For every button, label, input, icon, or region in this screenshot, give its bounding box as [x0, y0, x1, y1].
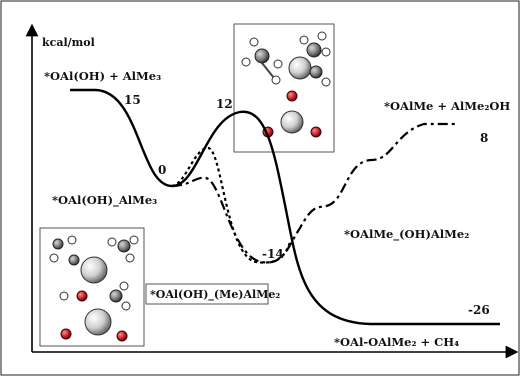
ts-structure-image [233, 23, 335, 153]
energy-alme2oh: 8 [480, 131, 488, 145]
energy-intermediate: -14 [262, 247, 284, 261]
intermediate-label-box [145, 283, 269, 305]
y-axis-unit: kcal/mol [42, 36, 95, 49]
o-atom-icon [310, 126, 322, 138]
intermediate-path-dotted [171, 146, 292, 264]
h-atom-icon [67, 235, 77, 245]
h-atom-icon [321, 77, 331, 87]
h-atom-icon [249, 37, 259, 47]
energy-reactant: 15 [124, 93, 141, 107]
c-atom-icon [68, 254, 80, 266]
h-atom-icon [119, 281, 129, 291]
species-ch4-product: *OAl-OAlMe₂ + CH₄ [334, 335, 459, 349]
species-reactant: *OAl(OH) + AlMe₃ [44, 69, 161, 83]
h-atom-icon [271, 75, 281, 85]
al-atom-icon [288, 56, 312, 80]
c-atom-icon [306, 42, 322, 58]
c-atom-icon [52, 238, 64, 250]
o-atom-icon [116, 330, 128, 342]
h-atom-icon [321, 47, 331, 57]
h-atom-icon [121, 301, 131, 311]
al-atom-icon [84, 308, 112, 336]
c-atom-icon [117, 239, 131, 253]
species-alme2oh-product: *OAlMe + AlMe₂OH [384, 99, 510, 113]
species-adduct: *OAl(OH)_AlMe₃ [52, 193, 157, 208]
species-intermediate2: *OAlMe_(OH)AlMe₂ [344, 227, 469, 242]
energy-adduct: 0 [158, 163, 166, 177]
h-atom-icon [317, 31, 327, 41]
o-atom-icon [286, 90, 298, 102]
c-atom-icon [109, 289, 123, 303]
h-atom-icon [273, 59, 283, 69]
energy-ts: 12 [216, 97, 233, 111]
h-atom-icon [49, 253, 59, 263]
h-atom-icon [59, 291, 69, 301]
c-atom-icon [254, 48, 270, 64]
h-atom-icon [299, 35, 309, 45]
o-atom-icon [76, 290, 88, 302]
species-intermediate: *OAl(OH)_(Me)AlMe₂ [150, 288, 280, 302]
ch4-elimination-path [70, 88, 500, 326]
alme2oh-path-dashdot [171, 122, 458, 264]
al-atom-icon [80, 256, 108, 284]
intermediate-structure-image [39, 227, 145, 347]
c-atom-icon [309, 65, 323, 79]
h-atom-icon [241, 57, 251, 67]
o-atom-icon [60, 328, 72, 340]
h-atom-icon [107, 237, 117, 247]
al-atom-icon [280, 110, 304, 134]
h-atom-icon [125, 253, 135, 263]
h-atom-icon [129, 235, 139, 245]
energy-ch4: -26 [468, 303, 490, 317]
